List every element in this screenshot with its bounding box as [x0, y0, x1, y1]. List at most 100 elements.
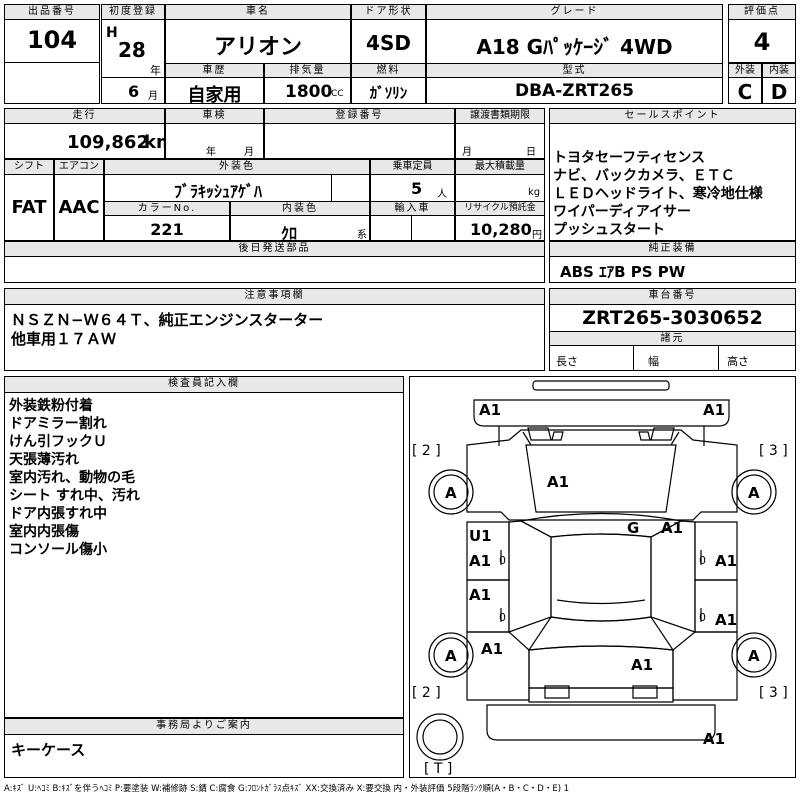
corner-label-bl: [ 2 ]	[412, 685, 441, 701]
dims-label: 諸元	[549, 331, 796, 346]
corner-label-tl: [ 2 ]	[412, 443, 441, 459]
shift-label: シフト	[4, 159, 54, 175]
ext-color-box: ﾌﾞﾗｷｯｼｭｱｹﾞﾊ	[104, 174, 332, 202]
mark-tire-fr: A	[748, 484, 760, 502]
capacity-label: 乗車定員	[370, 159, 455, 175]
capacity: 5	[411, 179, 423, 198]
tire-fr-inner	[736, 474, 772, 510]
model-box: DBA-ZRT265	[426, 77, 723, 104]
car-diagram-svg: A1 A1 A1 G A1 U1 A1 A1 A1 A1 A1 A1 A1 A …	[412, 380, 788, 777]
grade-label: グレード	[426, 4, 723, 20]
later-label: 後日発送部品	[4, 241, 545, 257]
recycle-label: リサイクル預託金	[455, 201, 545, 216]
inspector-line-8: 室内内張傷	[9, 524, 79, 540]
inspector-line-5: 室内汚れ、動物の毛	[9, 470, 136, 486]
notes-box: ＮＳＺＮ−Ｗ６４Ｔ、純正エンジンスターター 他車用１７ＡＷ	[4, 304, 545, 371]
int-color-unit: 系	[357, 230, 367, 241]
corner-label-br: [ 3 ]	[759, 685, 788, 701]
tire-fl-shape	[428, 469, 474, 515]
ext-color-blank	[331, 174, 370, 202]
notes-line-1: ＮＳＺＮ−Ｗ６４Ｔ、純正エンジンスターター	[11, 311, 324, 329]
inspector-label: 検査員記入欄	[4, 376, 404, 393]
inspector-line-6: シート すれ中、汚れ	[9, 488, 140, 504]
spare-label: [ T ]	[424, 761, 452, 777]
load-unit: kg	[528, 187, 541, 198]
door-box: 4SD	[351, 19, 426, 64]
inspector-box: 外装鉄粉付着 ドアミラー割れ けん引フックＵ 天張薄汚れ 室内汚れ、動物の毛 シ…	[4, 392, 404, 718]
mark-tire-rr: A	[748, 647, 760, 665]
hood-shape	[525, 444, 677, 513]
equipment-box: ABS ｴｱB PS PW	[549, 256, 796, 283]
grade-box: A18 Gﾊﾟｯｹｰｼﾞ 4WD	[426, 19, 723, 64]
car-diagram: A1 A1 A1 G A1 U1 A1 A1 A1 A1 A1 A1 A1 A …	[409, 376, 796, 778]
recycle: 10,280	[470, 220, 532, 239]
mark-zero-1: 0	[499, 554, 506, 567]
inspection-year-unit: 年	[206, 147, 216, 158]
door: 4SD	[366, 31, 411, 55]
reg-month: 6	[128, 82, 140, 101]
roof-shape	[550, 533, 652, 622]
inspection-label: 車検	[165, 108, 264, 124]
mark-zero-2: 0	[699, 554, 706, 567]
mark-trunk: A1	[631, 656, 653, 674]
fuel: ｶﾞｿﾘﾝ	[369, 84, 408, 102]
mark-right-front-door: A1	[715, 552, 737, 570]
sales-line-3: ＬＥＤヘッドライト、寒冷地仕様	[553, 186, 763, 202]
height-box: 高さ	[718, 345, 796, 371]
later-box	[4, 256, 545, 283]
front-bumper-shape	[532, 380, 670, 391]
sales-line-4: ワイパーディアイサー	[553, 204, 692, 220]
inspector-line-3: けん引フックＵ	[9, 434, 107, 450]
shift: FAT	[11, 197, 47, 218]
door-label: ドア形状	[351, 4, 426, 20]
interior: D	[770, 80, 788, 104]
mark-hood: A1	[547, 473, 569, 491]
length-label: 長さ	[556, 355, 578, 368]
reg-year: 28	[118, 38, 146, 62]
door-handles	[500, 550, 702, 622]
mark-zero-3: 0	[499, 611, 506, 624]
office-value: キーケース	[11, 741, 86, 759]
equipment-label: 純正装備	[549, 241, 796, 257]
import-label: 輸入車	[370, 201, 455, 216]
load-box: kg	[455, 174, 545, 202]
car-name-label: 車名	[165, 4, 351, 20]
month-unit: 月	[148, 91, 158, 102]
interior-label: 内装	[762, 63, 796, 78]
notes-label: 注意事項欄	[4, 288, 545, 305]
score-box: 4	[728, 19, 796, 63]
length-box: 長さ	[549, 345, 634, 371]
lot-no-box: 104	[4, 19, 100, 63]
mark-right-rear-door: A1	[715, 611, 737, 629]
notes-line-2: 他車用１７ＡＷ	[11, 330, 117, 348]
history-label: 車歴	[165, 63, 264, 78]
shift-box: FAT	[4, 174, 54, 241]
regno-label: 登録番号	[264, 108, 455, 124]
right-side-glass	[650, 520, 696, 633]
indicator-shapes	[551, 431, 651, 441]
spare-tire-inner	[422, 719, 458, 755]
tire-rl-inner	[433, 637, 469, 673]
roof-rear-line	[556, 599, 646, 605]
tire-fl-inner	[433, 474, 469, 510]
sales-box: トヨタセーフティセンス ナビ、バックカメラ、ＥＴＣ ＬＥＤヘッドライト、寒冷地仕…	[549, 123, 796, 241]
mark-left-front-door: A1	[469, 552, 491, 570]
inspector-line-7: ドア内張すれ中	[9, 506, 107, 522]
front-body-shape	[466, 429, 738, 521]
mark-windshield-right: A1	[661, 519, 683, 537]
front-panel-shape	[473, 399, 730, 427]
tail-shape	[528, 687, 674, 703]
mark-left-front-door-top: U1	[469, 527, 492, 545]
mark-tire-rl: A	[445, 647, 457, 665]
fuel-label: 燃料	[351, 63, 426, 78]
mileage: 109,862	[67, 132, 149, 153]
model: DBA-ZRT265	[514, 81, 635, 101]
ac: AAC	[58, 197, 100, 218]
rear-glass-shape	[527, 616, 675, 651]
tire-fr-shape	[731, 469, 777, 515]
mark-front-right: A1	[703, 401, 725, 419]
mark-left-rear-quarter: A1	[481, 640, 503, 658]
displacement-box: 1800 CC	[264, 77, 351, 104]
era: H	[106, 25, 118, 41]
inspector-line-4: 天張薄汚れ	[9, 452, 79, 468]
